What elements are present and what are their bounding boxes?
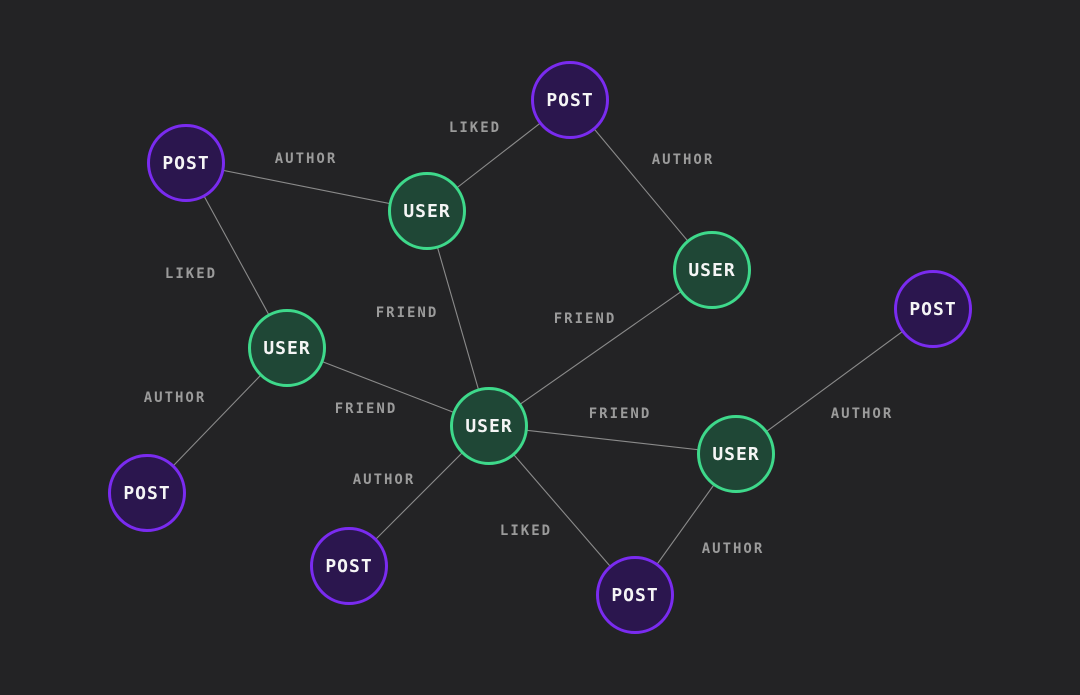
- edge-label-author: AUTHOR: [274, 151, 338, 167]
- node-label: USER: [403, 200, 451, 222]
- node-post[interactable]: POST: [894, 270, 972, 348]
- edge-label-author: AUTHOR: [830, 406, 894, 422]
- edge-label-author: AUTHOR: [352, 472, 416, 488]
- edge-label-friend: FRIEND: [375, 305, 439, 321]
- edge-label-author: AUTHOR: [701, 541, 765, 557]
- edge-line-friend: [488, 269, 713, 427]
- node-label: USER: [263, 337, 311, 359]
- node-user[interactable]: USER: [388, 172, 466, 250]
- node-label: POST: [325, 555, 373, 577]
- node-post[interactable]: POST: [310, 527, 388, 605]
- node-label: POST: [611, 584, 659, 606]
- edge-label-liked: LIKED: [448, 120, 502, 136]
- edge-label-friend: FRIEND: [588, 406, 652, 422]
- node-label: POST: [123, 482, 171, 504]
- node-label: USER: [688, 259, 736, 281]
- node-label: USER: [712, 443, 760, 465]
- edge-line-friend: [488, 425, 737, 455]
- node-user[interactable]: USER: [450, 387, 528, 465]
- node-label: POST: [909, 298, 957, 320]
- edge-label-friend: FRIEND: [553, 311, 617, 327]
- edge-line-author: [185, 162, 428, 212]
- node-label: POST: [546, 89, 594, 111]
- node-user[interactable]: USER: [697, 415, 775, 493]
- node-post[interactable]: POST: [531, 61, 609, 139]
- edge-label-friend: FRIEND: [334, 401, 398, 417]
- node-user[interactable]: USER: [248, 309, 326, 387]
- edge-label-author: AUTHOR: [651, 152, 715, 168]
- node-label: USER: [465, 415, 513, 437]
- edge-label-liked: LIKED: [164, 266, 218, 282]
- edge-label-liked: LIKED: [499, 523, 553, 539]
- node-post[interactable]: POST: [108, 454, 186, 532]
- edge-line-author: [735, 308, 934, 455]
- edge-label-author: AUTHOR: [143, 390, 207, 406]
- node-user[interactable]: USER: [673, 231, 751, 309]
- node-label: POST: [162, 152, 210, 174]
- node-post[interactable]: POST: [596, 556, 674, 634]
- node-post[interactable]: POST: [147, 124, 225, 202]
